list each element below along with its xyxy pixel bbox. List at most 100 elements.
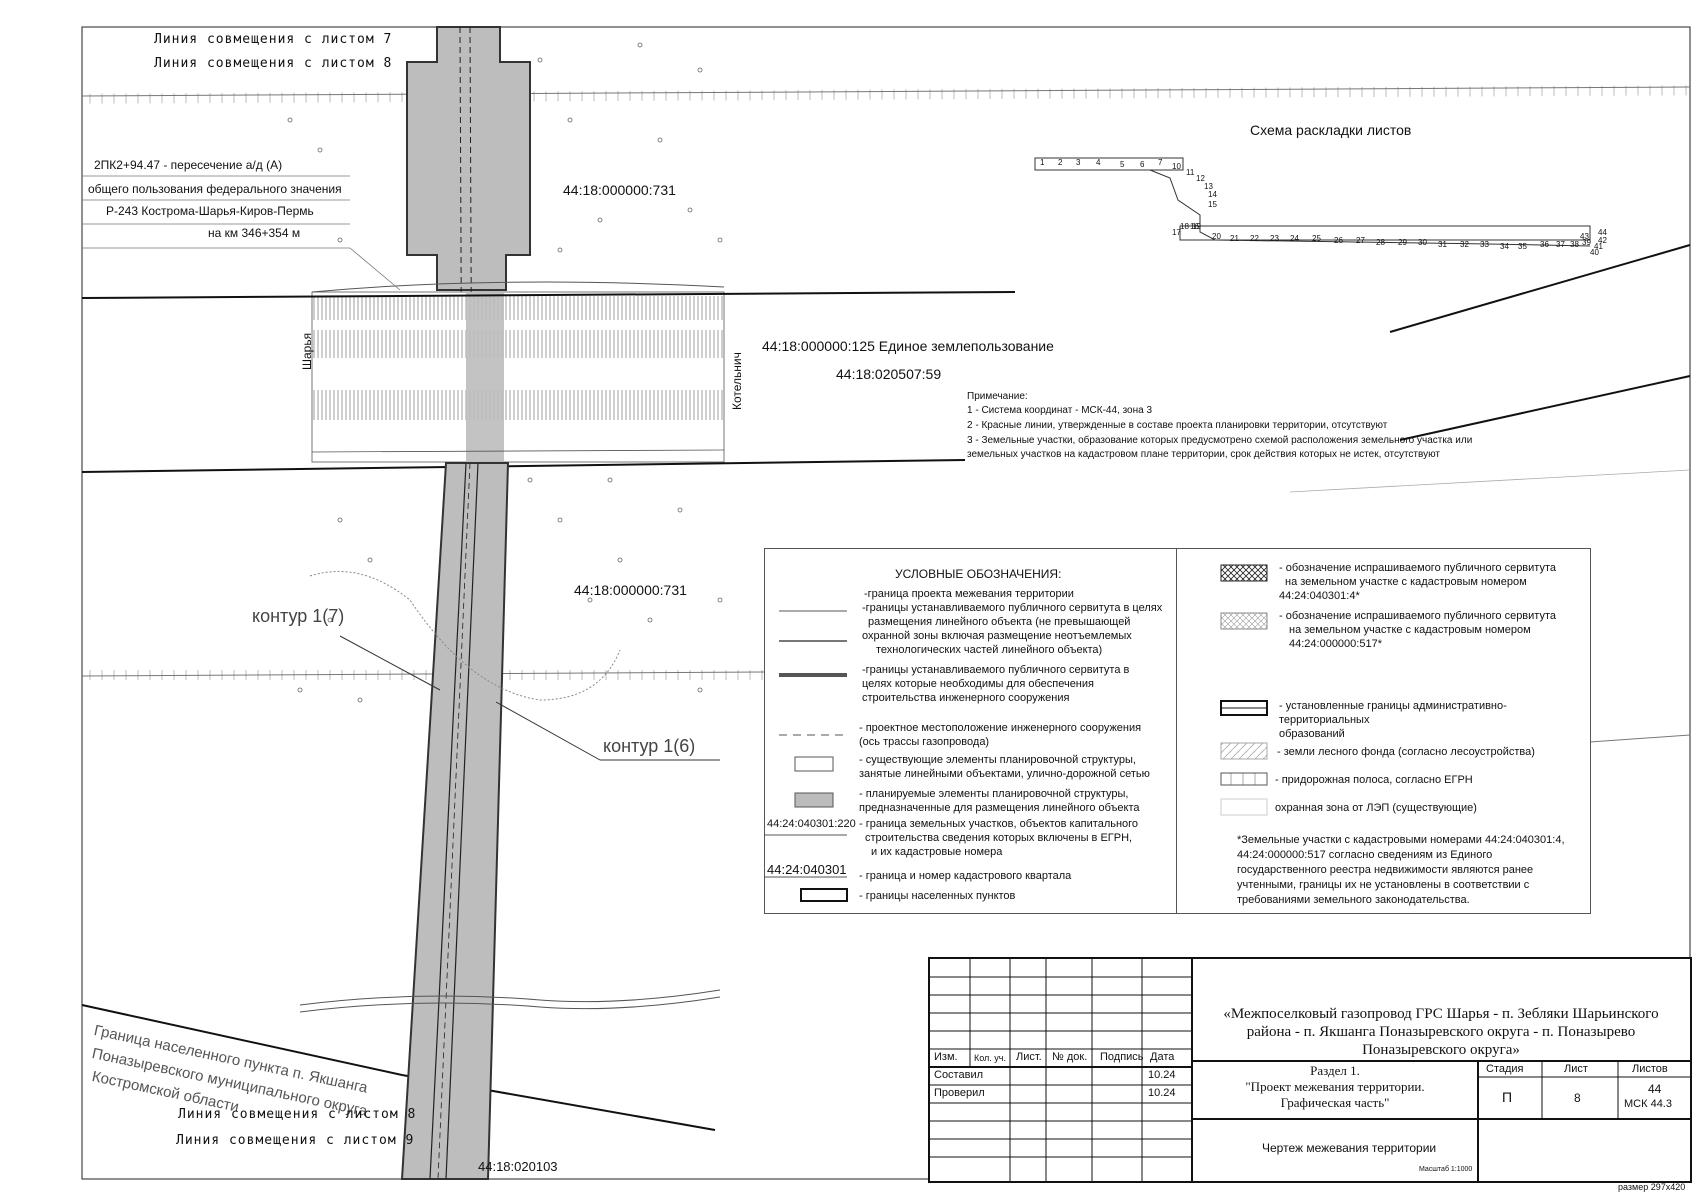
match-line-bottom-a: Линия совмещения с листом 8 bbox=[178, 1107, 417, 1122]
legend-item-9: - границы населенных пунктов bbox=[859, 890, 1016, 902]
legend-title: УСЛОВНЫЕ ОБОЗНАЧЕНИЯ: bbox=[895, 567, 1062, 581]
stage-header: Стадия bbox=[1486, 1063, 1524, 1075]
legend-item-4: - проектное местоположение инженерного с… bbox=[859, 722, 1142, 748]
scheme-sheet-number: 3 bbox=[1076, 158, 1081, 167]
scheme-sheet-number: 11 bbox=[1186, 168, 1195, 177]
scheme-sheet-number: 26 bbox=[1334, 236, 1343, 245]
road-corridor bbox=[311, 291, 725, 463]
scheme-sheet-number: 28 bbox=[1376, 238, 1385, 247]
project-title: «Межпоселковый газопровод ГРС Шарья - п.… bbox=[1223, 1006, 1659, 1058]
col-list: Лист. bbox=[1016, 1051, 1042, 1063]
scheme-sheet-number: 30 bbox=[1418, 238, 1427, 247]
scheme-sheet-number: 42 bbox=[1598, 236, 1607, 245]
scheme-sheet-number: 33 bbox=[1480, 240, 1489, 249]
legend-right-item-1: - обозначение испрашиваемого публичного … bbox=[1279, 562, 1556, 602]
note-3b: земельных участков на кадастровом плане … bbox=[967, 449, 1440, 460]
scheme-sheet-number: 34 bbox=[1500, 242, 1509, 251]
sheet-header: Лист bbox=[1564, 1063, 1588, 1075]
scheme-sheet-number: 23 bbox=[1270, 234, 1279, 243]
scheme-sheet-number: 37 bbox=[1556, 240, 1565, 249]
legend-item-1: -граница проекта межевания территории bbox=[864, 588, 1074, 600]
scheme-sheet-number: 25 bbox=[1312, 234, 1321, 243]
power-line-2 bbox=[81, 459, 966, 473]
match-line-top-b: Линия совмещения с листом 8 bbox=[154, 56, 393, 71]
forest-symbols bbox=[287, 42, 723, 703]
scheme-sheet-number: 5 bbox=[1120, 160, 1125, 169]
scheme-sheet-number: 36 bbox=[1540, 240, 1549, 249]
legend-right: - обозначение испрашиваемого публичного … bbox=[1176, 548, 1591, 914]
legend-right-item-4: - земли лесного фонда (согласно лесоустр… bbox=[1277, 746, 1535, 758]
scheme-sheet-number: 2 bbox=[1058, 158, 1063, 167]
scheme-sheet-number: 27 bbox=[1356, 236, 1365, 245]
legend-item-6: - планируемые элементы планировочной стр… bbox=[859, 788, 1140, 814]
col-date: Дата bbox=[1150, 1051, 1175, 1063]
note-1: 1 - Система координат - МСК-44, зона 3 bbox=[967, 405, 1153, 416]
legend-item-2: -границы устанавливаемого публичного сер… bbox=[862, 602, 1163, 656]
stage-value: П bbox=[1502, 1089, 1513, 1105]
legend-sample-quarter: 44:24:040301 bbox=[767, 862, 847, 877]
scheme-sheet-number: 43 bbox=[1580, 232, 1589, 241]
checked-label: Проверил bbox=[934, 1087, 985, 1099]
col-kol: Кол. уч. bbox=[974, 1053, 1006, 1063]
scheme-sheet-number: 44 bbox=[1598, 228, 1607, 237]
scheme-sheet-number: 24 bbox=[1290, 234, 1299, 243]
scheme-sheet-number: 14 bbox=[1208, 190, 1217, 199]
scheme-sheet-number: 32 bbox=[1460, 240, 1469, 249]
scale-label: Масштаб 1:1000 bbox=[1419, 1166, 1473, 1173]
parcel-label-1: 44:18:000000:731 bbox=[563, 182, 676, 198]
legend-item-5: - существующие элементы планировочной ст… bbox=[859, 754, 1150, 780]
scheme-sheet-number: 16 bbox=[1190, 222, 1199, 231]
scheme-sheet-number: 31 bbox=[1438, 240, 1447, 249]
scheme-sheet-number: 40 bbox=[1590, 248, 1599, 257]
composed-date: 10.24 bbox=[1148, 1069, 1176, 1081]
scheme-sheet-number: 7 bbox=[1158, 158, 1163, 167]
quarter-label: 44:18:020103 bbox=[478, 1159, 558, 1174]
scheme-sheet-number: 13 bbox=[1204, 182, 1213, 191]
parcel-label-4: 44:18:000000:731 bbox=[574, 582, 687, 598]
scheme-sheet-number: 1 bbox=[1040, 158, 1045, 167]
legend-right-item-6: охранная зона от ЛЭП (существующие) bbox=[1275, 802, 1477, 814]
legend-left: УСЛОВНЫЕ ОБОЗНАЧЕНИЯ: -граница проекта м… bbox=[764, 548, 1178, 914]
match-line-bottom-b: Линия совмещения с листом 9 bbox=[176, 1133, 415, 1148]
power-line-1 bbox=[81, 291, 1016, 299]
callout-line-3: Р-243 Кострома-Шарья-Киров-Пермь bbox=[106, 204, 314, 218]
legend-sample-parcel: 44:24:040301:220 bbox=[767, 818, 856, 830]
legend-right-item-3: - установленные границы административно-… bbox=[1279, 700, 1507, 740]
match-line-top-a: Линия совмещения с листом 7 bbox=[154, 32, 393, 47]
legend-item-8: - граница и номер кадастрового квартала bbox=[859, 870, 1072, 882]
scheme-sheet-number: 17 bbox=[1172, 228, 1181, 237]
scheme-sheet-number: 41 bbox=[1594, 242, 1603, 251]
road-direction-right: Котельнич bbox=[730, 352, 744, 410]
scheme-sheet-number: 29 bbox=[1398, 238, 1407, 247]
road-direction-left: Шарья bbox=[300, 332, 314, 370]
scheme-sheet-number: 18 bbox=[1180, 222, 1189, 231]
sheet-value: 8 bbox=[1574, 1091, 1581, 1105]
planned-structure-north bbox=[406, 26, 531, 291]
callout-line-1: 2ПК2+94.47 - пересечение а/д (А) bbox=[94, 158, 283, 172]
sheets-value: 44 bbox=[1648, 1082, 1662, 1096]
scheme-sheet-number: 4 bbox=[1096, 158, 1101, 167]
scheme-sheet-number: 10 bbox=[1172, 162, 1181, 171]
parcel-label-2: 44:18:000000:125 Единое землепользование bbox=[762, 338, 1054, 354]
legend-right-item-2: - обозначение испрашиваемого публичного … bbox=[1279, 610, 1556, 650]
note-2: 2 - Красные линии, утвержденные в состав… bbox=[967, 420, 1388, 431]
drawing-frame bbox=[81, 26, 1691, 1180]
scheme-sheet-number: 35 bbox=[1518, 242, 1527, 251]
scheme-sheet-number: 15 bbox=[1208, 200, 1217, 209]
notes-heading: Примечание: bbox=[967, 391, 1028, 402]
scheme-sheet-number: 6 bbox=[1140, 160, 1145, 169]
parcel-label-3: 44:18:020507:59 bbox=[836, 366, 942, 382]
section-title: Раздел 1."Проект межевания территории.Гр… bbox=[1245, 1063, 1425, 1110]
scheme-sheet-number: 39 bbox=[1582, 238, 1591, 247]
contour-label-2: контур 1(6) bbox=[603, 736, 696, 756]
scheme-sheet-number: 19 bbox=[1192, 222, 1201, 231]
title-block: «Межпоселковый газопровод ГРС Шарья - п.… bbox=[928, 957, 1692, 1183]
planned-structure-south bbox=[400, 462, 510, 1180]
col-sign: Подпись bbox=[1100, 1051, 1144, 1063]
sheet-size: размер 297х420 bbox=[1618, 1182, 1686, 1192]
note-3a: 3 - Земельные участки, образование котор… bbox=[967, 435, 1473, 446]
scheme-sheet-number: 12 bbox=[1196, 174, 1205, 183]
legend-item-3: -границы устанавливаемого публичного сер… bbox=[862, 664, 1130, 704]
drawing-name: Чертеж межевания территории bbox=[1262, 1141, 1437, 1155]
